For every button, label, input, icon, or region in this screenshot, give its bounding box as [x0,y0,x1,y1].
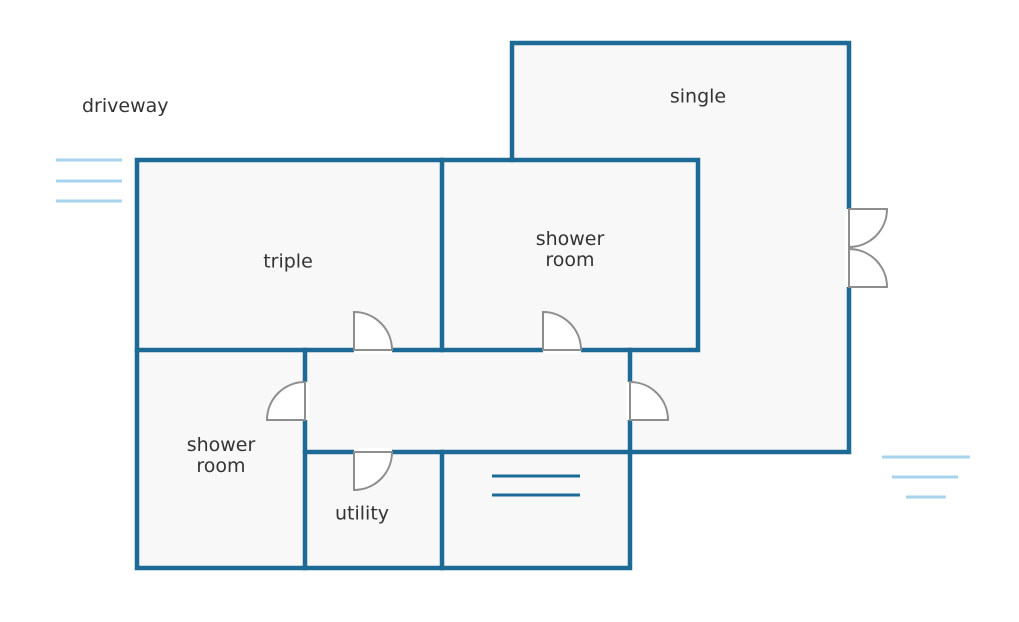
front-double-door[interactable] [848,208,889,288]
single-room-label: single [669,85,727,108]
utility-room-label: utility [334,502,390,525]
door-utility[interactable] [353,451,394,492]
triple-room-label: triple [263,250,313,273]
shower-room-top-label: shower room [535,228,605,271]
walls [134,40,852,571]
door-shower-room-top[interactable] [542,310,583,351]
door-single[interactable] [629,380,670,421]
door-triple[interactable] [353,310,394,351]
shower-room-left-label: shower room [186,434,256,477]
driveway-label: driveway [82,95,169,117]
door-shower-room-left[interactable] [265,380,306,421]
driveway-lines [56,158,122,203]
stairs-icon [492,474,580,497]
room-fills [137,43,849,568]
outside-steps-lines [882,455,970,499]
